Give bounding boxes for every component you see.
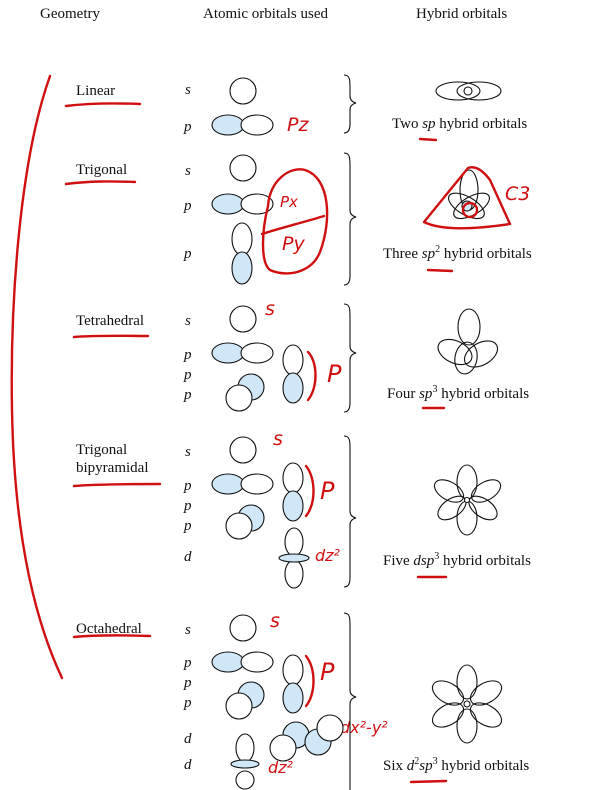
hybrid-label-sp3: Four sp3 hybrid orbitals (387, 384, 530, 402)
annotation-p: P (327, 360, 342, 388)
sp2-hybrid-orbital (447, 169, 491, 220)
p-orbital (211, 473, 274, 495)
orbital-label: p (184, 387, 192, 403)
orbital-label: s (185, 622, 191, 638)
p-orbital (211, 193, 274, 215)
annotation-px: Px (280, 193, 298, 211)
annotation-s: s (265, 298, 275, 320)
geometry-tetrahedral: Tetrahedral (76, 313, 145, 329)
orbital-label: s (185, 313, 191, 329)
orbital-label: d (184, 549, 192, 565)
orbital-label: s (185, 163, 191, 179)
p-orbital (211, 651, 274, 673)
s-orbital (229, 77, 257, 105)
annotation-s: s (270, 610, 280, 632)
orbital-label: p (184, 695, 192, 711)
bracket (343, 303, 357, 413)
orbital-label: p (184, 518, 192, 534)
geometry-trigonal-bipyramidal: Trigonal bipyramidal (76, 442, 149, 476)
sp-hybrid-orbital (435, 81, 502, 101)
orbital-label: p (184, 655, 192, 671)
hybrid-label-dsp3: Five dsp3 hybrid orbitals (383, 551, 531, 569)
annotation-pz: Pz (287, 114, 309, 136)
annotation-s: s (273, 428, 283, 450)
annotation-p: P (320, 658, 335, 686)
p-orbital (282, 654, 304, 714)
annotation-c3: C3 (505, 183, 531, 205)
s-orbital (229, 154, 257, 182)
p-orbital (225, 681, 265, 720)
dx2-y2-orbital (269, 714, 344, 762)
orbital-label: p (184, 675, 192, 691)
geometry-octahedral: Octahedral (76, 621, 142, 637)
p-orbital (225, 504, 265, 540)
bracket (343, 152, 357, 286)
bracket (343, 74, 357, 134)
annotation-dx2-y2: dx²-y² (340, 718, 388, 737)
orbital-label: s (185, 82, 191, 98)
handwritten-markup (10, 74, 512, 784)
p-orbital (211, 114, 274, 136)
orbital-label: p (184, 119, 192, 135)
hybrid-label-sp2: Three sp2 hybrid orbitals (383, 244, 532, 262)
header-hybrid-orbitals: Hybrid orbitals (416, 6, 508, 22)
dz2-orbital (230, 733, 260, 790)
bracket (343, 435, 357, 588)
annotation-p: P (320, 477, 335, 505)
annotation-py: Py (282, 233, 305, 255)
dsp3-hybrid-orbital (433, 464, 502, 536)
s-orbital (229, 614, 257, 642)
geometry-linear: Linear (76, 83, 116, 99)
orbital-label: d (184, 757, 192, 773)
annotation-dz2: dz² (315, 546, 340, 565)
orbital-label: p (184, 478, 192, 494)
s-orbital (229, 305, 257, 333)
annotation-dz2: dz² (268, 758, 293, 777)
hybrid-label-d2sp3: Six d2sp3 hybrid orbitals (383, 756, 530, 774)
p-orbital (282, 344, 304, 404)
header-geometry: Geometry (40, 6, 100, 22)
d2sp3-hybrid-orbital (431, 664, 503, 744)
orbital-label: s (185, 444, 191, 460)
orbital-label: p (184, 367, 192, 383)
dz2-orbital (278, 527, 310, 589)
orbital-label: d (184, 731, 192, 747)
p-orbital (225, 373, 265, 412)
bracket (343, 612, 357, 790)
p-orbital (282, 462, 304, 522)
header-atomic-orbitals: Atomic orbitals used (203, 6, 328, 22)
p-orbital (231, 222, 253, 285)
geometry-trigonal: Trigonal (76, 162, 128, 178)
s-orbital (229, 436, 257, 464)
orbital-label: p (184, 347, 192, 363)
orbital-label: p (184, 198, 192, 214)
orbital-label: p (184, 246, 192, 262)
p-orbital (211, 342, 274, 364)
hybrid-label-sp: Two sp hybrid orbitals (392, 116, 528, 132)
orbital-label: p (184, 498, 192, 514)
sp3-hybrid-orbital (437, 308, 499, 375)
